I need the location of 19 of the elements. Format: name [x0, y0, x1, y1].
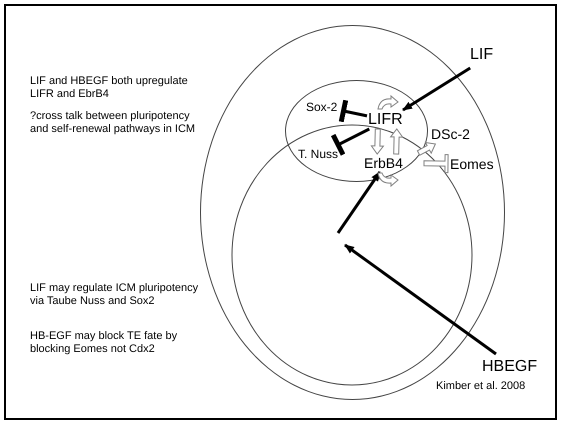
gene-label: LIFR — [368, 112, 404, 128]
arrow — [402, 66, 471, 112]
gene-label: ErbB4 — [364, 155, 404, 171]
gene-label: HBEGF — [482, 357, 538, 377]
citation-text: Kimber et al. 2008 — [436, 380, 526, 393]
arrow — [370, 128, 384, 155]
note-text: LIF may regulate ICM pluripotency via Taube Nuss and Sox2 — [30, 282, 200, 308]
arrow — [344, 244, 497, 356]
arrow — [416, 142, 436, 156]
note-text: LIF and HBEGF both upregulate LIFR and EbrB4 — [30, 75, 189, 101]
note-text: ?cross talk between pluripotency and self-renewal pathways in ICM — [30, 110, 196, 136]
gene-label: T. Nuss — [298, 146, 340, 162]
gene-label: DSc-2 — [431, 126, 471, 142]
gene-label: LIF — [470, 45, 494, 65]
arrow — [390, 128, 404, 155]
arrow — [336, 171, 382, 234]
gene-label: Sox-2 — [306, 99, 338, 115]
gene-label: Eomes — [450, 156, 495, 172]
note-text: HB-EGF may block TE fate by blocking Eomes not Cdx2 — [30, 330, 178, 356]
